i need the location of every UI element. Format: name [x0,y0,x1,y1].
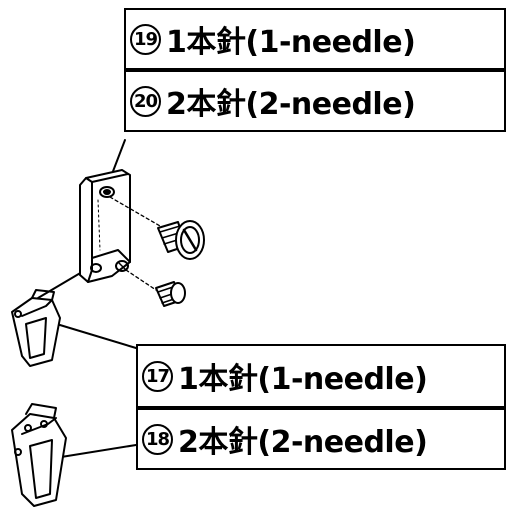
callout-17: 17 1本針(1-needle) [136,344,506,408]
callout-19: 19 1本針(1-needle) [124,8,506,70]
callout-20: 20 2本針(2-needle) [124,70,506,132]
callout-number: 20 [130,85,161,117]
callout-number: 19 [130,23,161,55]
guide-screw-part [109,196,205,260]
bracket-part [79,169,131,283]
leader-line-17 [49,321,137,349]
leader-line-18 [54,444,137,459]
callout-18: 18 2本針(2-needle) [136,408,506,470]
callout-label: 2本針(2-needle) [178,425,428,460]
single-needle-guide-part [11,289,61,367]
callout-label: 2本針(2-needle) [166,87,416,122]
callout-number: 18 [142,423,173,455]
callout-label: 1本針(1-needle) [166,25,416,60]
leader-line-link [37,271,83,299]
callout-number: 17 [142,360,173,392]
callout-label: 1本針(1-needle) [178,362,428,397]
double-needle-guide-part [11,403,67,507]
set-screw-part [125,269,186,307]
